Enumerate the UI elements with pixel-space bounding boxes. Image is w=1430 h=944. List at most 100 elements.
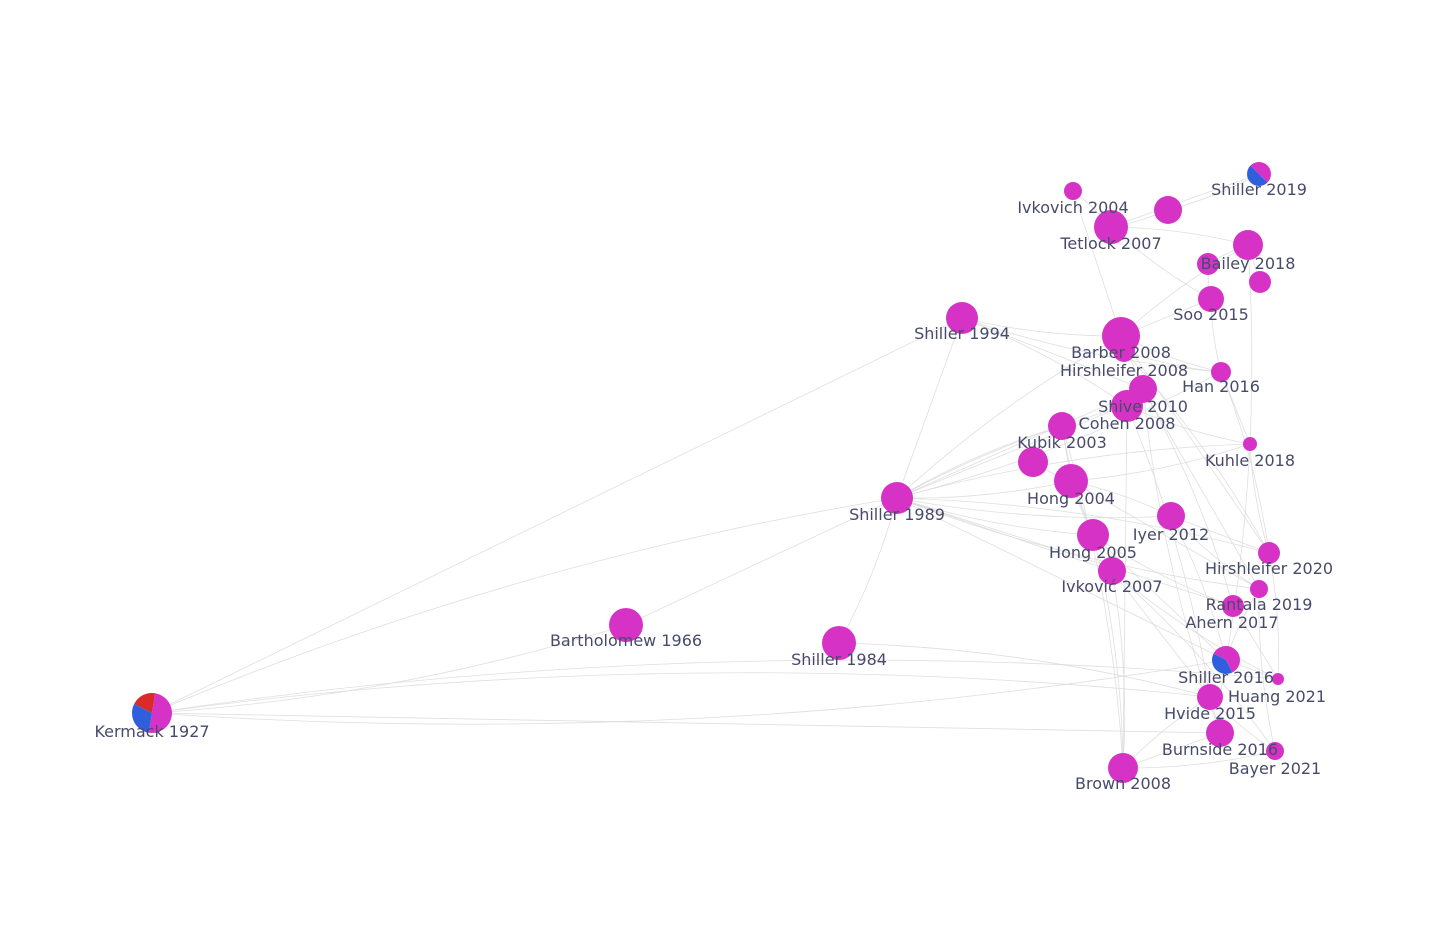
- citation-edge: [151, 712, 1221, 734]
- citation-edge: [1123, 350, 1270, 554]
- node-circle: [881, 482, 913, 514]
- citation-edge: [1092, 534, 1234, 607]
- paper-node-u1[interactable]: [1154, 196, 1182, 224]
- node-label-kubik-2003: Kubik 2003: [1017, 433, 1107, 452]
- paper-node-brown-2008[interactable]: [1108, 753, 1138, 783]
- citation-edge: [1111, 570, 1276, 752]
- citation-edge: [838, 642, 1211, 698]
- paper-node-hvide-2015[interactable]: [1197, 684, 1223, 710]
- citation-edge: [1126, 405, 1211, 698]
- node-circle: [1098, 557, 1126, 585]
- node-label-tetlock-2007: Tetlock 2007: [1059, 234, 1161, 253]
- paper-node-u4[interactable]: [1114, 396, 1134, 416]
- citation-edge: [1170, 515, 1227, 661]
- paper-node-kermack-1927[interactable]: [132, 693, 172, 733]
- citation-edge: [838, 497, 898, 644]
- paper-node-shiller-1994[interactable]: [946, 302, 978, 334]
- node-circle: [1249, 271, 1271, 293]
- node-circle: [1094, 210, 1128, 244]
- node-label-bartholomew-1966: Bartholomew 1966: [550, 631, 702, 650]
- paper-node-hirshleifer-2020[interactable]: [1258, 542, 1280, 564]
- node-label-hirshleifer-2020: Hirshleifer 2020: [1205, 559, 1333, 578]
- paper-node-ahern-2017[interactable]: [1222, 595, 1244, 617]
- node-circle: [1197, 684, 1223, 710]
- citation-edge: [896, 497, 1260, 590]
- paper-node-u3[interactable]: [1197, 253, 1219, 275]
- paper-node-bailey-2018[interactable]: [1233, 230, 1263, 260]
- paper-node-huang-2021[interactable]: [1272, 673, 1284, 685]
- node-circle: [1198, 286, 1224, 312]
- node-circle: [1272, 673, 1284, 685]
- citation-edge: [151, 672, 1211, 714]
- paper-node-shiller-1984[interactable]: [822, 626, 856, 660]
- node-label-kuhle-2018: Kuhle 2018: [1205, 451, 1295, 470]
- paper-node-kubik-2003[interactable]: [1048, 412, 1076, 440]
- node-label-shiller-2016: Shiller 2016: [1178, 668, 1274, 687]
- paper-node-ivkovich-2004[interactable]: [1064, 182, 1082, 200]
- paper-node-u5[interactable]: [1131, 377, 1155, 401]
- paper-node-kuhle-2018[interactable]: [1243, 437, 1257, 451]
- paper-node-hong-2004[interactable]: [1054, 464, 1088, 498]
- node-label-kermack-1927: Kermack 1927: [94, 722, 209, 741]
- node-slice: [1212, 653, 1233, 675]
- citation-edge: [1268, 552, 1279, 680]
- node-circle: [1108, 753, 1138, 783]
- node-slice: [1213, 646, 1240, 673]
- citation-edge: [151, 497, 898, 714]
- node-label-cohen-2008: Cohen 2008: [1079, 414, 1176, 433]
- citation-edge: [1092, 534, 1227, 661]
- edges-layer: [151, 173, 1279, 769]
- paper-node-shiller-2019[interactable]: [1247, 162, 1271, 186]
- node-label-ivkovic-2007: Ivković 2007: [1061, 577, 1162, 596]
- node-circle: [1211, 362, 1231, 382]
- node-label-han-2016: Han 2016: [1182, 377, 1260, 396]
- node-slice: [1247, 165, 1268, 186]
- paper-node-hong-2005[interactable]: [1077, 519, 1109, 551]
- paper-node-u2[interactable]: [1249, 271, 1271, 293]
- citation-edge: [1142, 388, 1260, 590]
- node-label-ahern-2017: Ahern 2017: [1185, 613, 1278, 632]
- citation-edge: [896, 317, 963, 499]
- citation-edge: [1070, 443, 1251, 482]
- paper-node-han-2016[interactable]: [1211, 362, 1231, 382]
- node-label-hong-2004: Hong 2004: [1027, 489, 1115, 508]
- citation-edge: [896, 335, 1122, 499]
- node-circle: [1222, 595, 1244, 617]
- citation-edge: [896, 405, 1128, 499]
- paper-node-shiller-1989[interactable]: [881, 482, 913, 514]
- node-circle: [1048, 412, 1076, 440]
- node-label-hirshleifer-2008: Hirshleifer 2008: [1060, 361, 1188, 380]
- citation-edge: [1120, 335, 1270, 554]
- paper-node-bartholomew-1966[interactable]: [609, 608, 643, 642]
- citation-edge: [1220, 371, 1270, 554]
- paper-node-soo-2015[interactable]: [1198, 286, 1224, 312]
- node-circle: [1157, 502, 1185, 530]
- citation-edge: [896, 371, 1222, 499]
- citation-edge: [961, 317, 1222, 373]
- node-label-shive-2010: Shive 2010: [1098, 397, 1188, 416]
- citation-edge: [896, 497, 1094, 536]
- citation-edge: [151, 659, 1227, 725]
- citation-edge: [625, 497, 898, 626]
- node-circle: [1258, 542, 1280, 564]
- citation-edge: [896, 480, 1072, 499]
- paper-node-tetlock-2007[interactable]: [1094, 210, 1128, 244]
- citation-edge: [1122, 750, 1276, 769]
- citation-edge: [1070, 480, 1260, 590]
- node-label-hvide-2015: Hvide 2015: [1164, 704, 1256, 723]
- citation-edge: [1258, 588, 1276, 752]
- node-circle: [1250, 580, 1268, 598]
- node-circle: [1054, 464, 1088, 498]
- paper-node-hirshleifer-2008[interactable]: [1113, 340, 1135, 362]
- node-circle: [1131, 377, 1155, 401]
- paper-node-u6[interactable]: [1018, 447, 1048, 477]
- paper-node-rantala-2019[interactable]: [1250, 580, 1268, 598]
- paper-node-bayer-2021[interactable]: [1266, 742, 1284, 760]
- node-circle: [1113, 340, 1135, 362]
- paper-node-iyer-2012[interactable]: [1157, 502, 1185, 530]
- paper-node-burnside-2016[interactable]: [1206, 719, 1234, 747]
- paper-node-shiller-2016[interactable]: [1212, 646, 1240, 675]
- node-circle: [1206, 719, 1234, 747]
- paper-node-ivkovic-2007[interactable]: [1098, 557, 1126, 585]
